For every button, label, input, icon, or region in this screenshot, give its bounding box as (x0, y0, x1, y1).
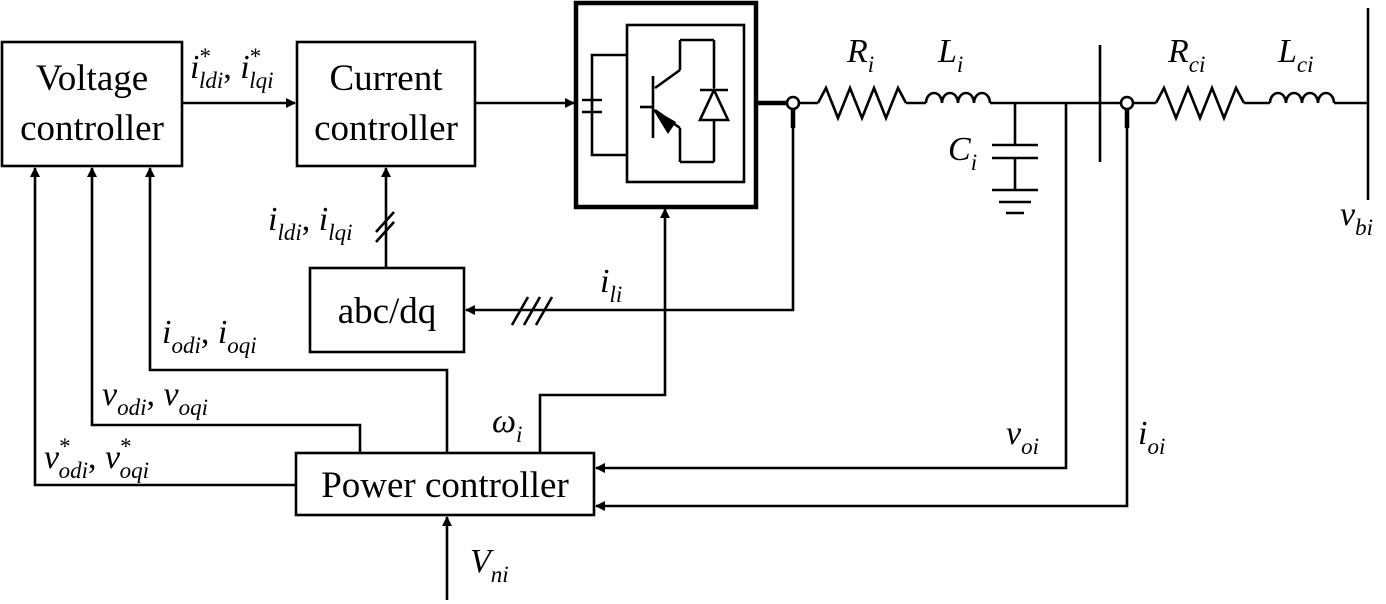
label-l-i: Li (937, 33, 963, 77)
wire-ioi (595, 108, 1129, 511)
wire-omega (538, 208, 670, 453)
resistor-ri-icon (816, 84, 908, 122)
voltage-controller-line2: controller (20, 108, 164, 149)
label-r-ci: Rci (1167, 33, 1205, 77)
label-r-i: Ri (846, 33, 874, 77)
voltage-controller-block: Voltage controller (0, 40, 184, 168)
current-sensor-icon (785, 95, 801, 111)
wire-ili (465, 108, 795, 315)
label-c-i: Ci (948, 131, 977, 175)
inductor-lci-icon (1268, 91, 1336, 104)
label-v-o: vodi, voqi (102, 376, 208, 420)
wire-io-feedback (145, 167, 449, 453)
wire-vo-feedback (87, 167, 362, 453)
voltage-controller-line1: Voltage (36, 58, 148, 99)
current-controller-block: Current controller (295, 40, 477, 168)
label-v-ni: Vni (470, 543, 509, 587)
power-controller-label: Power controller (321, 465, 569, 506)
inverter-block (573, 0, 759, 210)
resistor-rci-icon (1154, 84, 1246, 122)
wire-vref (30, 167, 296, 487)
label-i-li: ili (600, 263, 622, 307)
label-i-oi: ioi (1138, 415, 1165, 459)
wire-voi (595, 103, 1068, 473)
label-v-bi: vbi (1340, 196, 1373, 240)
abc-dq-block: abc/dq (308, 266, 466, 354)
igbt-emitter-arrow-icon (652, 108, 676, 134)
label-l-ci: Lci (1277, 33, 1314, 77)
power-circuit (756, 8, 1370, 215)
power-controller-block: Power controller (294, 451, 596, 517)
label-i-ref: i*ldi, i*lqi (190, 44, 273, 93)
label-i-meas: ildi, ilqi (268, 201, 352, 245)
current-controller-line1: Current (329, 58, 443, 99)
label-i-o: iodi, ioqi (162, 314, 257, 358)
label-v-oi: voi (1006, 415, 1039, 459)
abc-dq-label: abc/dq (338, 291, 437, 332)
inductor-li-icon (924, 91, 992, 104)
output-current-sensor-icon (1119, 95, 1135, 111)
current-controller-line2: controller (314, 108, 458, 149)
label-v-ref: v*odi, v*oqi (44, 434, 149, 483)
label-omega: ωi (492, 403, 522, 447)
